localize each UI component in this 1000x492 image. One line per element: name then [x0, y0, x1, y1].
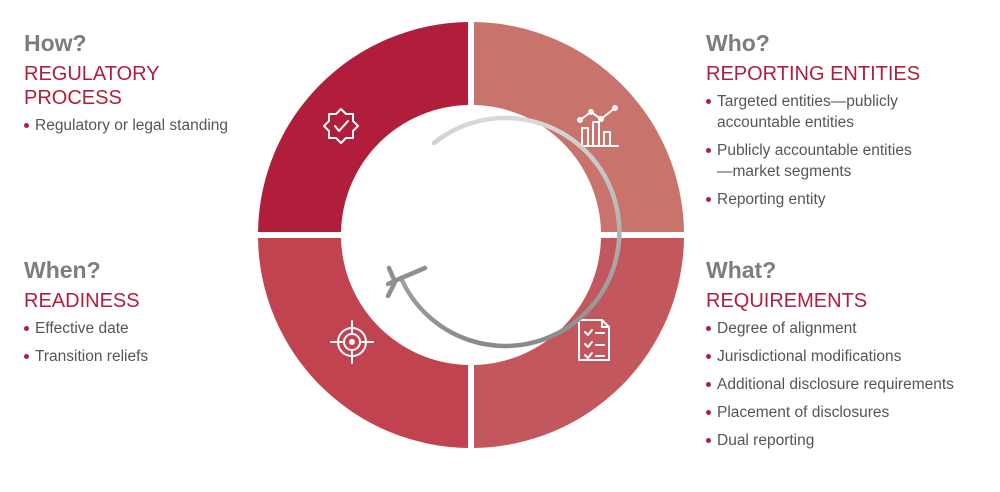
list-item-text: —market segments	[717, 163, 852, 180]
who-list: Targeted entities—publicly accountable e…	[706, 91, 986, 210]
when-heading-line: READINESS	[24, 290, 140, 312]
how-panel: How? REGULATORY PROCESS Regulatory or le…	[24, 30, 264, 143]
what-list: Degree of alignment Jurisdictional modif…	[706, 318, 996, 451]
how-heading-line: PROCESS	[24, 87, 122, 109]
ring-segment-who	[474, 22, 684, 232]
list-item-text: Additional disclosure requirements	[717, 376, 954, 393]
target-crosshair-icon	[330, 320, 374, 364]
when-question: When?	[24, 257, 101, 283]
list-item: Additional disclosure requirements	[706, 374, 996, 395]
when-list: Effective date Transition reliefs	[24, 318, 264, 367]
list-item: Dual reporting	[706, 430, 996, 451]
list-item-text: Publicly accountable entities	[717, 142, 912, 159]
cycle-arrow-icon	[385, 115, 622, 349]
badge-check-icon	[323, 108, 359, 144]
list-item-text: Reporting entity	[717, 191, 826, 208]
list-item-text: Targeted entities—publicly	[717, 93, 898, 110]
how-question: How?	[24, 30, 87, 56]
how-list: Regulatory or legal standing	[24, 115, 264, 136]
cycle-diagram	[258, 22, 684, 448]
list-item: Regulatory or legal standing	[24, 115, 264, 136]
who-heading: REPORTING ENTITIES	[706, 62, 986, 86]
list-item-text: Jurisdictional modifications	[717, 348, 902, 365]
list-item: Targeted entities—publicly accountable e…	[706, 91, 986, 133]
how-heading-line: REGULATORY	[24, 63, 160, 85]
list-item-text: Regulatory or legal standing	[35, 117, 229, 134]
what-question: What?	[706, 257, 777, 283]
what-panel: What? REQUIREMENTS Degree of alignment J…	[706, 257, 996, 458]
list-item: Placement of disclosures	[706, 402, 996, 423]
when-panel: When? READINESS Effective date Transitio…	[24, 257, 264, 374]
how-heading: REGULATORY PROCESS	[24, 62, 264, 110]
checklist-document-icon	[578, 319, 610, 361]
when-heading: READINESS	[24, 289, 264, 313]
list-item: Transition reliefs	[24, 346, 264, 367]
who-panel: Who? REPORTING ENTITIES Targeted entitie…	[706, 30, 986, 217]
ring-segment-how	[258, 22, 468, 232]
who-question: Who?	[706, 30, 770, 56]
list-item: Jurisdictional modifications	[706, 346, 996, 367]
what-heading-line: REQUIREMENTS	[706, 290, 868, 312]
list-item-text: Placement of disclosures	[717, 404, 890, 421]
what-heading: REQUIREMENTS	[706, 289, 996, 313]
list-item: Publicly accountable entities —market se…	[706, 140, 986, 182]
list-item-text: Degree of alignment	[717, 320, 857, 337]
who-heading-line: REPORTING ENTITIES	[706, 63, 921, 85]
chart-trend-icon	[577, 105, 619, 147]
list-item-text: Effective date	[35, 320, 129, 337]
list-item: Degree of alignment	[706, 318, 996, 339]
list-item-text: Transition reliefs	[35, 348, 149, 365]
list-item: Reporting entity	[706, 189, 986, 210]
list-item: Effective date	[24, 318, 264, 339]
list-item-text: accountable entities	[717, 114, 855, 131]
list-item-text: Dual reporting	[717, 432, 815, 449]
